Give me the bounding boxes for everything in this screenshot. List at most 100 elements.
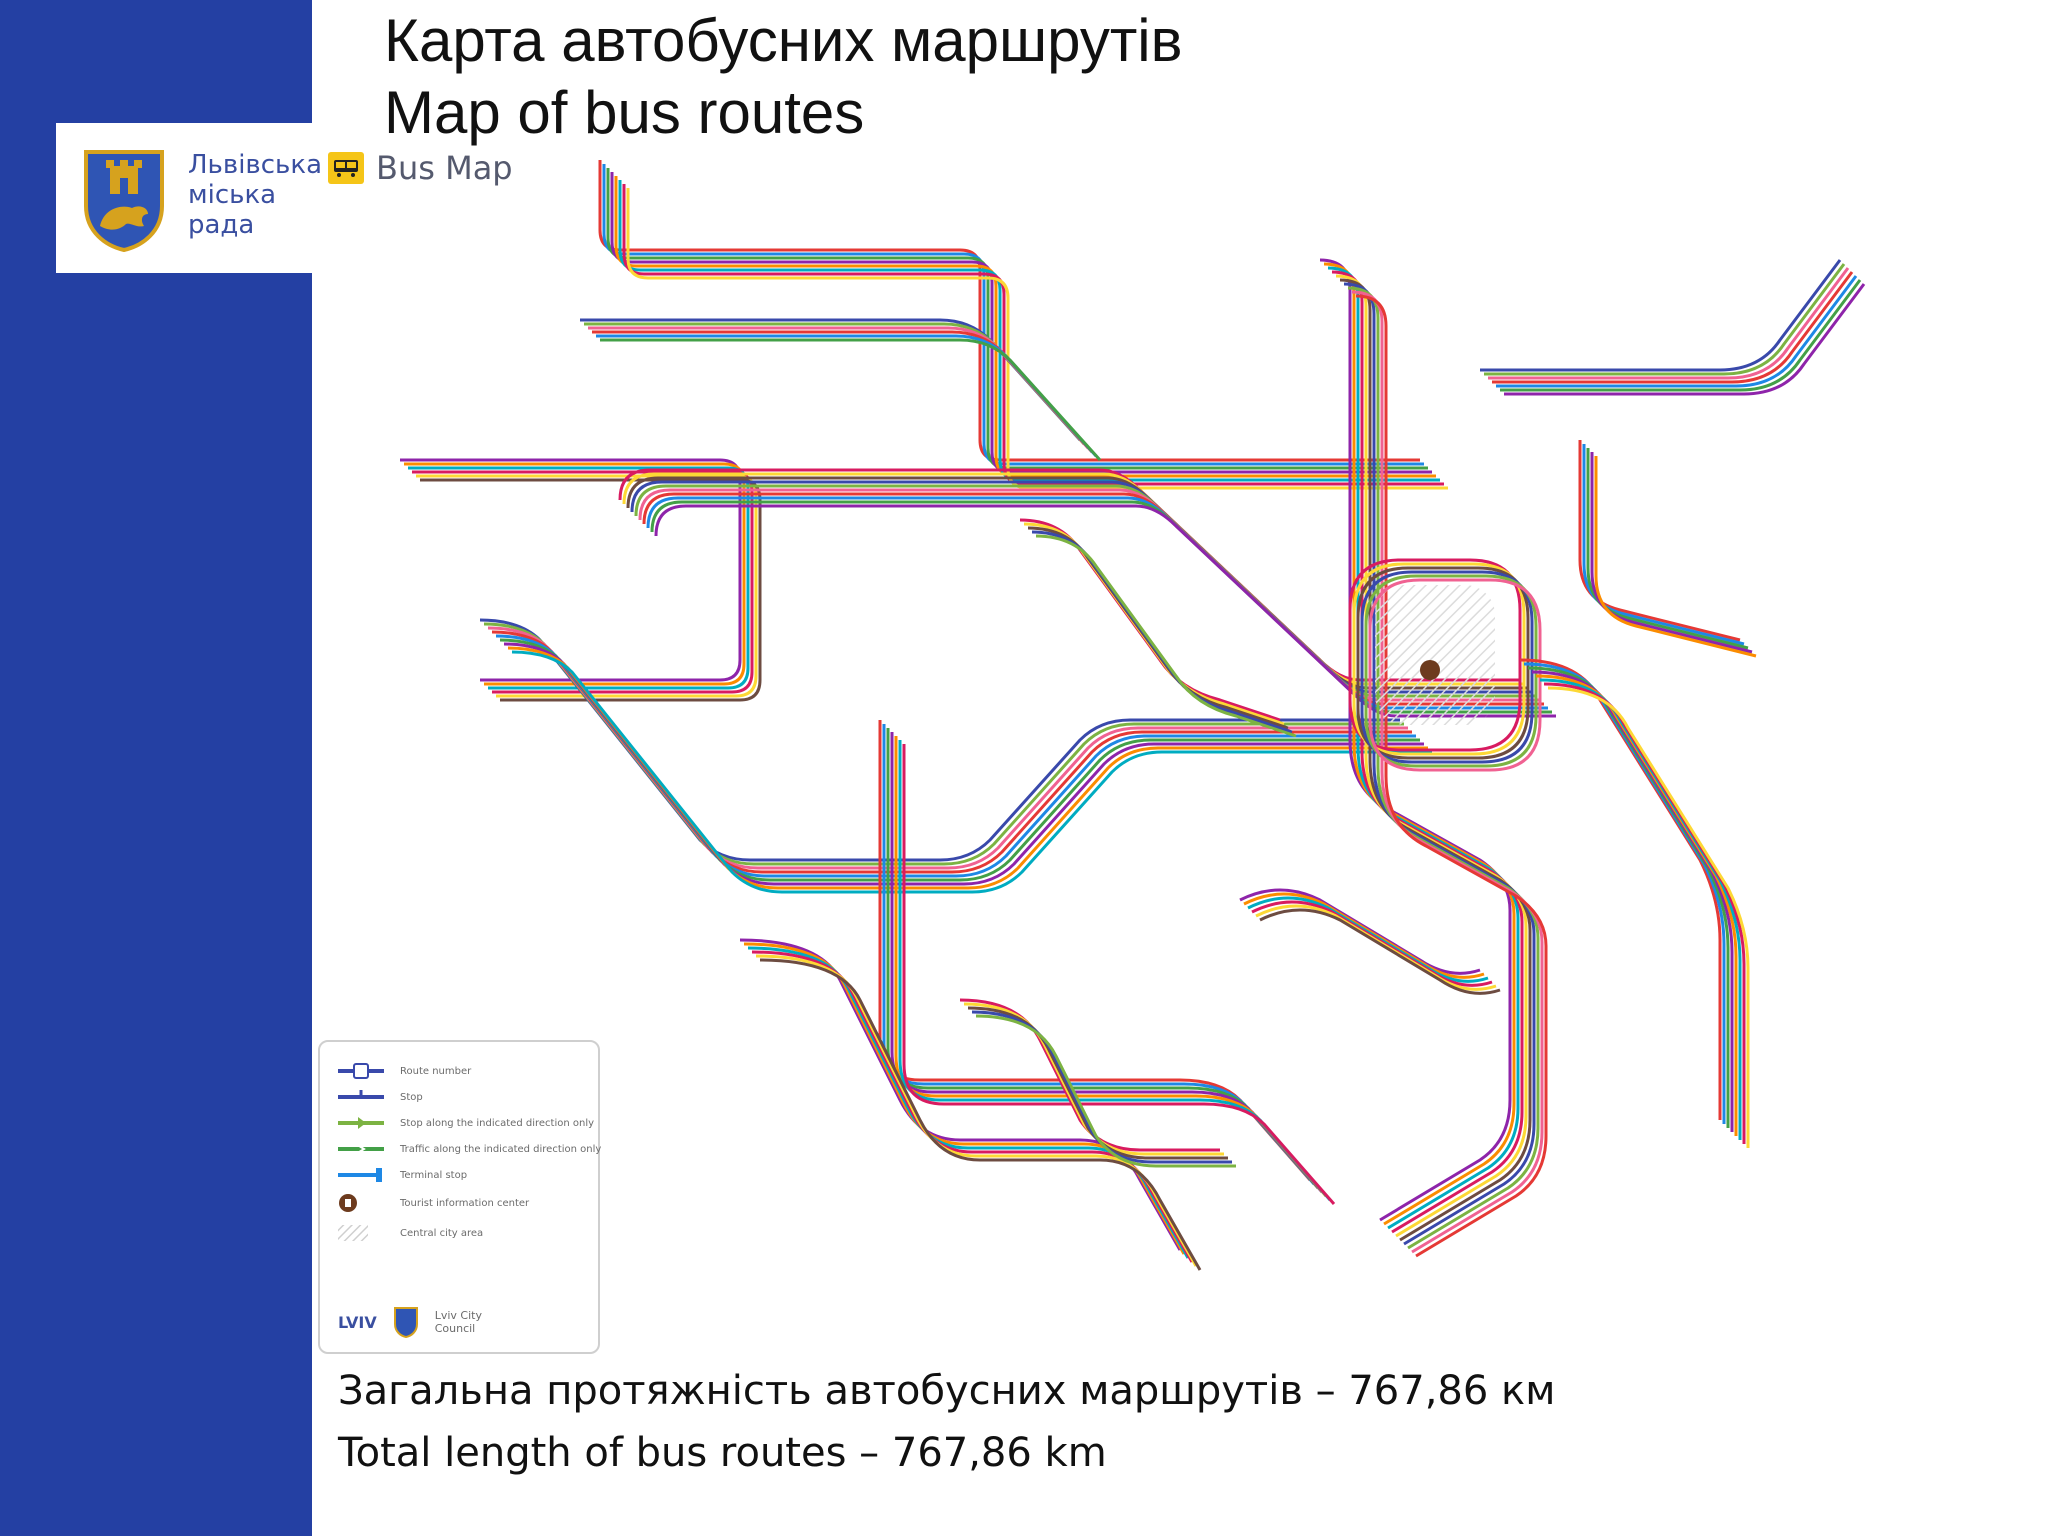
legend-item-route-number: Route number [336,1060,471,1082]
route-line [963,1002,1224,1156]
route-bundle [598,160,1448,490]
route-line [1027,526,1289,730]
route-line [507,646,1428,890]
route-bundle [1480,259,1866,396]
legend-label: Stop along the indicated direction only [400,1117,595,1129]
route-line [1480,259,1842,372]
tourist-info-icon [339,1194,357,1212]
page-title-ua: Карта автобусних маршрутів [384,7,1183,74]
central-area-icon [338,1225,368,1241]
route-line [959,998,1220,1152]
lviv-brand-logo: LVIV [338,1312,377,1332]
legend-footer: LVIV Lviv City Council [338,1306,482,1338]
route-line [1586,448,1749,650]
route-line [511,650,1432,894]
route-line [1023,522,1285,726]
route-bundle [1239,888,1501,995]
total-length-ua: Загальна протяжність автобусних маршруті… [338,1368,1556,1414]
route-line [503,642,1424,886]
legend-item-stop: Stop [336,1086,423,1108]
route-line [1347,286,1540,1250]
route-line [759,958,1202,1271]
map-legend: Route number Stop Stop along the indicat… [318,1040,602,1354]
route-line [404,462,746,686]
route-number-icon [338,1063,384,1079]
route-line [606,168,1428,470]
route-bundle [1578,440,1757,658]
route-bundle [959,998,1236,1168]
bus-map-title: Bus Map [376,149,513,187]
council-footer-text: Lviv City Council [435,1309,482,1335]
route-line [886,728,1320,1189]
bus-route-map [400,160,1866,1271]
route-line [483,622,1404,866]
route-line [1578,440,1741,642]
route-bundle [1019,518,1297,738]
route-line [890,732,1324,1193]
route-line [1496,275,1858,388]
central-city-area [1375,585,1495,725]
route-line [751,950,1194,1263]
total-length-en: Total length of bus routes – 767,86 km [338,1430,1107,1476]
route-line [975,1014,1236,1168]
terminal-stop-icon [338,1168,382,1182]
route-line [491,630,1412,874]
route-line [1492,271,1854,384]
legend-item-central-area: Central city area [336,1222,483,1244]
route-line [1255,904,1497,991]
route-line [1368,578,1542,772]
route-bundle [878,720,1336,1205]
route-line [1259,908,1501,995]
route-line [618,180,1440,482]
route-line [626,188,1448,490]
route-line [1355,294,1548,1258]
legend-label: Tourist information center [400,1197,530,1209]
legend-item-tourist-info: Tourist information center [336,1192,529,1214]
route-line [495,634,1416,878]
legend-item-one-way-stop: Stop along the indicated direction only [336,1112,594,1134]
route-line [1251,900,1493,987]
route-line [400,458,742,682]
route-line [420,478,762,702]
one-way-traffic-icon [338,1143,384,1155]
route-line [479,618,1400,862]
route-line [614,176,1436,478]
route-line [499,638,1420,882]
route-bundle [1519,658,1750,1148]
legend-label: Central city area [400,1227,484,1239]
route-bundle [400,458,762,702]
route-line [602,164,1424,466]
council-crest-icon [393,1307,418,1338]
route-bundle [580,318,1102,462]
route-line [971,1010,1232,1164]
legend-label: Traffic along the indicated direction on… [400,1143,602,1155]
route-line [1239,888,1481,975]
legend-label: Stop [400,1091,423,1103]
route-line [1339,278,1532,1242]
bus-icon [328,152,364,184]
route-line [622,472,1524,686]
route-line [1547,686,1750,1148]
route-line [967,1006,1228,1160]
route-line [1035,534,1297,738]
council-name-line-2: міська [188,180,277,210]
legend-item-terminal-stop: Terminal stop [336,1164,467,1186]
route-line [1484,263,1846,376]
council-name-line-1: Львівська [188,150,322,180]
one-way-stop-icon [338,1117,384,1129]
council-name: Львівська міська рада [188,150,322,240]
route-line [1500,279,1862,392]
route-line [588,326,1090,450]
route-line [600,338,1102,462]
route-line [1351,290,1544,1254]
council-footer-line-1: Lviv City [434,1309,482,1322]
route-bundle [479,618,1432,894]
route-line [1488,267,1850,380]
route-line [610,172,1432,474]
route-line [1582,444,1745,646]
legend-label: Terminal stop [400,1169,468,1181]
route-line [1031,530,1293,734]
council-name-line-3: рада [188,210,255,240]
route-bundle [1348,558,1542,772]
route-line [618,468,1520,682]
